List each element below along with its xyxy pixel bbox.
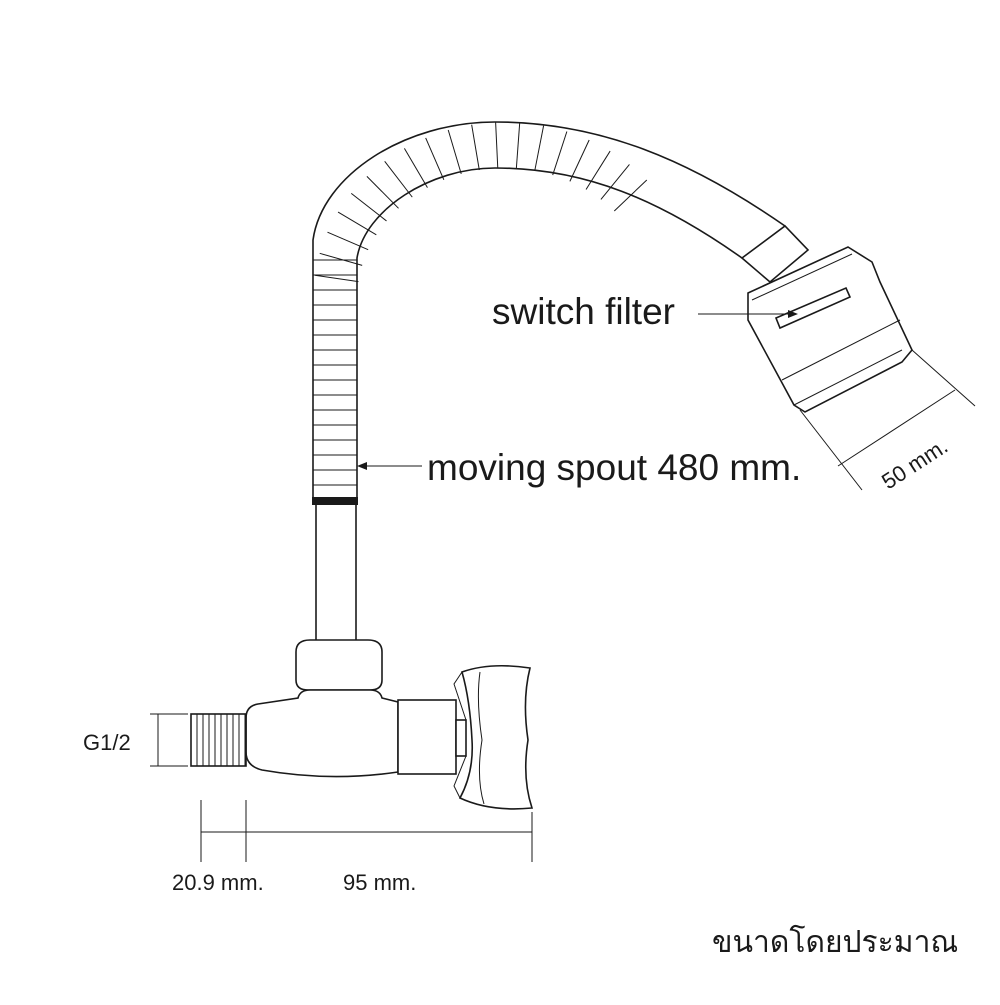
- hose-rib: [350, 192, 387, 222]
- inlet-thread-body: [190, 713, 247, 767]
- label-approximate-size-note: ขนาดโดยประมาณ: [712, 924, 958, 960]
- hose-rib: [314, 274, 359, 283]
- valve-body: [245, 639, 534, 810]
- hose-rib: [403, 148, 428, 188]
- hose-rib: [447, 129, 462, 175]
- hose-rib: [585, 150, 611, 190]
- hose-rib: [534, 125, 545, 171]
- pipe-nut: [295, 639, 383, 691]
- hose-end-nut: [740, 224, 810, 284]
- label-switch-filter: switch filter: [492, 291, 675, 332]
- hose-rib: [600, 164, 630, 200]
- flexible-hose: [312, 121, 786, 505]
- hose-rib: [613, 179, 648, 212]
- hose-rib: [327, 231, 369, 251]
- inlet-threads: [196, 714, 246, 766]
- hose-collar-band: [312, 497, 358, 505]
- hose-rib: [515, 122, 521, 169]
- hose-rib: [569, 139, 590, 182]
- hose-rib: [319, 252, 363, 266]
- switch-filter-lever: [774, 286, 852, 330]
- dimension-lines: [150, 349, 976, 862]
- spray-head-body: [747, 246, 913, 413]
- hose-ribs: [313, 122, 648, 486]
- hose-rib: [552, 131, 568, 176]
- spray-head: [740, 224, 913, 413]
- hose-rib: [471, 124, 480, 171]
- hose-outer-edge: [312, 121, 786, 500]
- hose-inner-edge: [356, 167, 743, 500]
- label-moving-spout: moving spout 480 mm.: [427, 447, 801, 488]
- valve-bonnet: [397, 699, 457, 775]
- leader-arrows: [357, 310, 798, 470]
- hose-rib: [366, 175, 399, 209]
- valve-main-body: [245, 689, 399, 778]
- label-body-length: 95 mm.: [343, 870, 416, 895]
- label-inlet-length: 20.9 mm.: [172, 870, 264, 895]
- hose-rib: [425, 137, 445, 180]
- hose-rib: [495, 122, 499, 169]
- cross-handle: [458, 664, 534, 810]
- label-head-width: 50 mm.: [877, 433, 952, 494]
- threaded-inlet: [190, 713, 247, 767]
- rigid-pipe: [315, 505, 357, 640]
- hose-rib: [337, 211, 377, 236]
- valve-stem: [455, 719, 467, 757]
- label-thread: G1/2: [83, 730, 131, 755]
- hose-rib: [384, 160, 413, 198]
